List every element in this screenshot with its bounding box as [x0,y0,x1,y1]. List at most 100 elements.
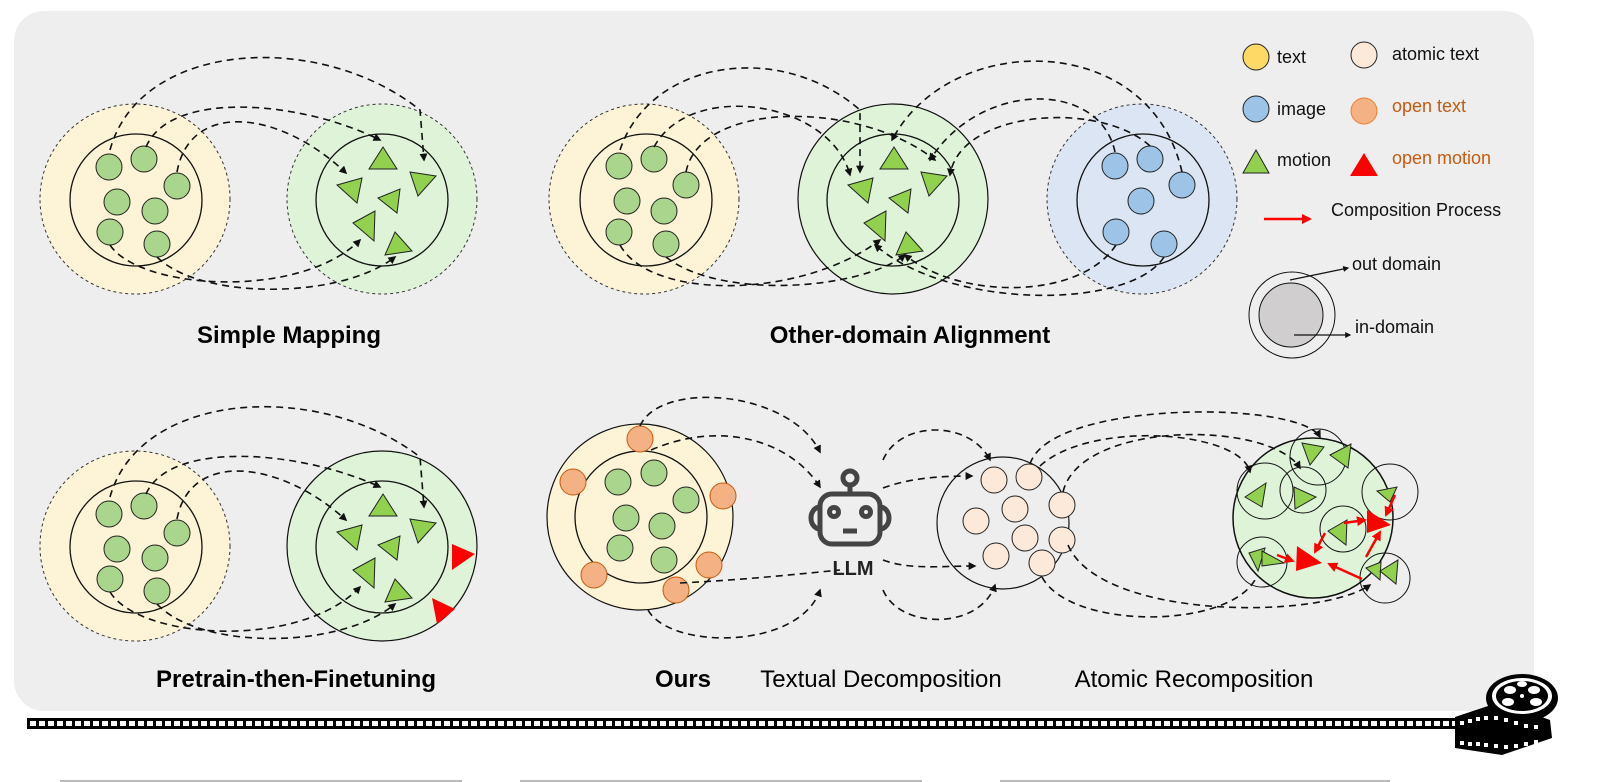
sprocket-hole [849,721,855,726]
sprocket-hole [1335,721,1341,726]
legend-atomic-text-label: atomic text [1392,44,1479,64]
motion-nodes [846,146,948,256]
legend-in-domain-disk [1258,282,1324,348]
sprocket-hole [1434,721,1440,726]
sprocket-hole [435,721,441,726]
sprocket-hole [669,721,675,726]
legend-out-domain-ring [1248,271,1336,359]
legend-out-domain-label: out domain [1352,254,1441,274]
sprocket-hole [912,721,918,726]
text-nodes [95,145,191,258]
sprocket-hole [894,721,900,726]
sprocket-hole [930,721,936,726]
ours-panel: LLM [546,396,1419,693]
sprocket-hole [354,721,360,726]
sprocket-hole [552,721,558,726]
sprocket-hole [1299,721,1305,726]
text-nodes [605,145,700,258]
sprocket-hole [66,721,72,726]
sprocket-hole [984,721,990,726]
text-domain-inner [69,480,203,614]
sprocket-hole [255,721,261,726]
legend-in-domain-label: in-domain [1355,317,1434,337]
sprocket-hole [1101,721,1107,726]
sprocket-hole [408,721,414,726]
other-domain-title: Other-domain Alignment [770,322,1050,349]
sprocket-hole [858,721,864,726]
sprocket-hole [1065,721,1071,726]
sprocket-hole [1137,721,1143,726]
sprocket-hole [633,721,639,726]
sprocket-hole [1173,721,1179,726]
sprocket-hole [795,721,801,726]
legend-open-motion-swatch [1350,153,1378,176]
sprocket-hole [957,721,963,726]
simple-mapping-title: Simple Mapping [197,322,381,349]
legend-composition-label: Composition Process [1331,200,1501,220]
sprocket-hole [714,721,720,726]
open-motion-node [452,544,475,570]
sprocket-hole [309,721,315,726]
sprocket-hole [1398,721,1404,726]
pretrain-panel: Pretrain-then-Finetuning [39,405,478,693]
legend-atomic-text-swatch [1350,41,1378,69]
sprocket-hole [1191,721,1197,726]
sprocket-hole [1407,721,1413,726]
sprocket-hole [1281,721,1287,726]
sprocket-hole [777,721,783,726]
sprocket-hole [165,721,171,726]
atomic-recomposition-label: Atomic Recomposition [1075,666,1314,693]
sprocket-hole [453,721,459,726]
sprocket-hole [1146,721,1152,726]
sprocket-hole [192,721,198,726]
sprocket-hole [561,721,567,726]
legend-text-swatch [1242,43,1270,71]
sprocket-hole [498,721,504,726]
sprocket-hole [102,721,108,726]
sprocket-hole [723,721,729,726]
legend-open-text-label: open text [1392,96,1466,116]
sprocket-hole [39,721,45,726]
sprocket-hole [939,721,945,726]
sprocket-hole [75,721,81,726]
sprocket-hole [678,721,684,726]
robot-icon [808,468,892,547]
other-domain-panel: Other-domain Alignment [548,60,1238,349]
sprocket-hole [1155,721,1161,726]
sprocket-hole [1236,721,1242,726]
sprocket-hole [1326,721,1332,726]
sprocket-hole [282,721,288,726]
sprocket-hole [183,721,189,726]
sprocket-hole [1209,721,1215,726]
sprocket-hole [1380,721,1386,726]
film-reel-icon [1455,674,1558,755]
legend-image-label: image [1277,99,1326,119]
sprocket-hole [876,721,882,726]
sprocket-hole [1038,721,1044,726]
sprocket-hole [1416,721,1422,726]
sprocket-hole [1218,721,1224,726]
sprocket-hole [1047,721,1053,726]
image-domain-inner [1076,133,1210,267]
sprocket-hole [1389,721,1395,726]
sprocket-hole [885,721,891,726]
atomic-motion-nodes [1244,442,1399,585]
sprocket-hole [1200,721,1206,726]
film-sprockets [30,721,1467,726]
figure-panel [14,11,1534,711]
sprocket-hole [1371,721,1377,726]
sprocket-hole [291,721,297,726]
sprocket-hole [1272,721,1278,726]
sprocket-hole [534,721,540,726]
sprocket-hole [570,721,576,726]
sprocket-hole [696,721,702,726]
sprocket-hole [1362,721,1368,726]
sprocket-hole [822,721,828,726]
sprocket-hole [264,721,270,726]
sprocket-hole [759,721,765,726]
legend: text atomic text image open text motion … [1242,41,1501,359]
sprocket-hole [417,721,423,726]
open-motion-node [432,598,455,624]
sprocket-hole [1020,721,1026,726]
